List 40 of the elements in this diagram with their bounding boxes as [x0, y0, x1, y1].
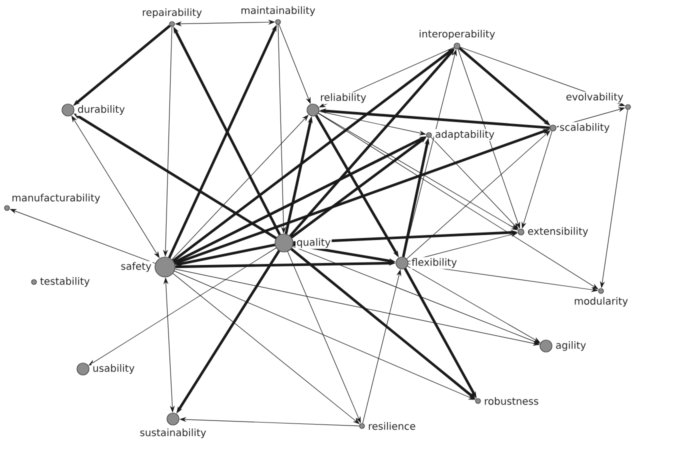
graph-node — [540, 340, 552, 352]
node-label: manufacturability — [10, 192, 102, 204]
node-label: safety — [120, 261, 152, 273]
graph-node — [154, 256, 176, 278]
graph-node — [4, 205, 10, 211]
graph-node — [396, 256, 408, 270]
node-label: repairability — [140, 7, 204, 19]
node-label: evolvability — [564, 92, 624, 104]
graph-node — [518, 228, 524, 236]
graph-node — [475, 398, 481, 404]
node-label: resilience — [367, 421, 417, 431]
graph-node — [306, 104, 320, 116]
node-label: reliability — [319, 92, 368, 104]
node-label: maintainability — [240, 5, 316, 17]
graph-node — [454, 42, 460, 50]
graph-node — [62, 104, 74, 116]
node-label: usability — [92, 363, 136, 375]
graph-node — [625, 104, 631, 110]
graph-node — [76, 362, 90, 376]
graph-node — [359, 423, 365, 429]
graph-node — [426, 132, 432, 138]
node-label: flexibility — [410, 257, 458, 269]
node-label: quality — [296, 237, 332, 249]
node-label: interoperability — [418, 28, 496, 40]
graph-node — [166, 412, 180, 426]
node-label: scalability — [558, 122, 611, 134]
node-label: adaptability — [434, 129, 496, 141]
node-label: modularity — [572, 296, 630, 308]
graph-node — [274, 234, 294, 252]
graph-node — [598, 288, 604, 294]
graph-node — [550, 124, 556, 132]
node-label: sustainability — [138, 428, 208, 440]
node-label: testability — [39, 276, 91, 288]
node-label: extensibility — [526, 226, 590, 238]
graph-node — [275, 19, 281, 25]
node-label: durability — [76, 104, 126, 116]
graph-node — [31, 279, 37, 285]
node-label: robustness — [483, 396, 540, 406]
node-label: agility — [554, 340, 588, 352]
graph-node — [169, 21, 175, 27]
